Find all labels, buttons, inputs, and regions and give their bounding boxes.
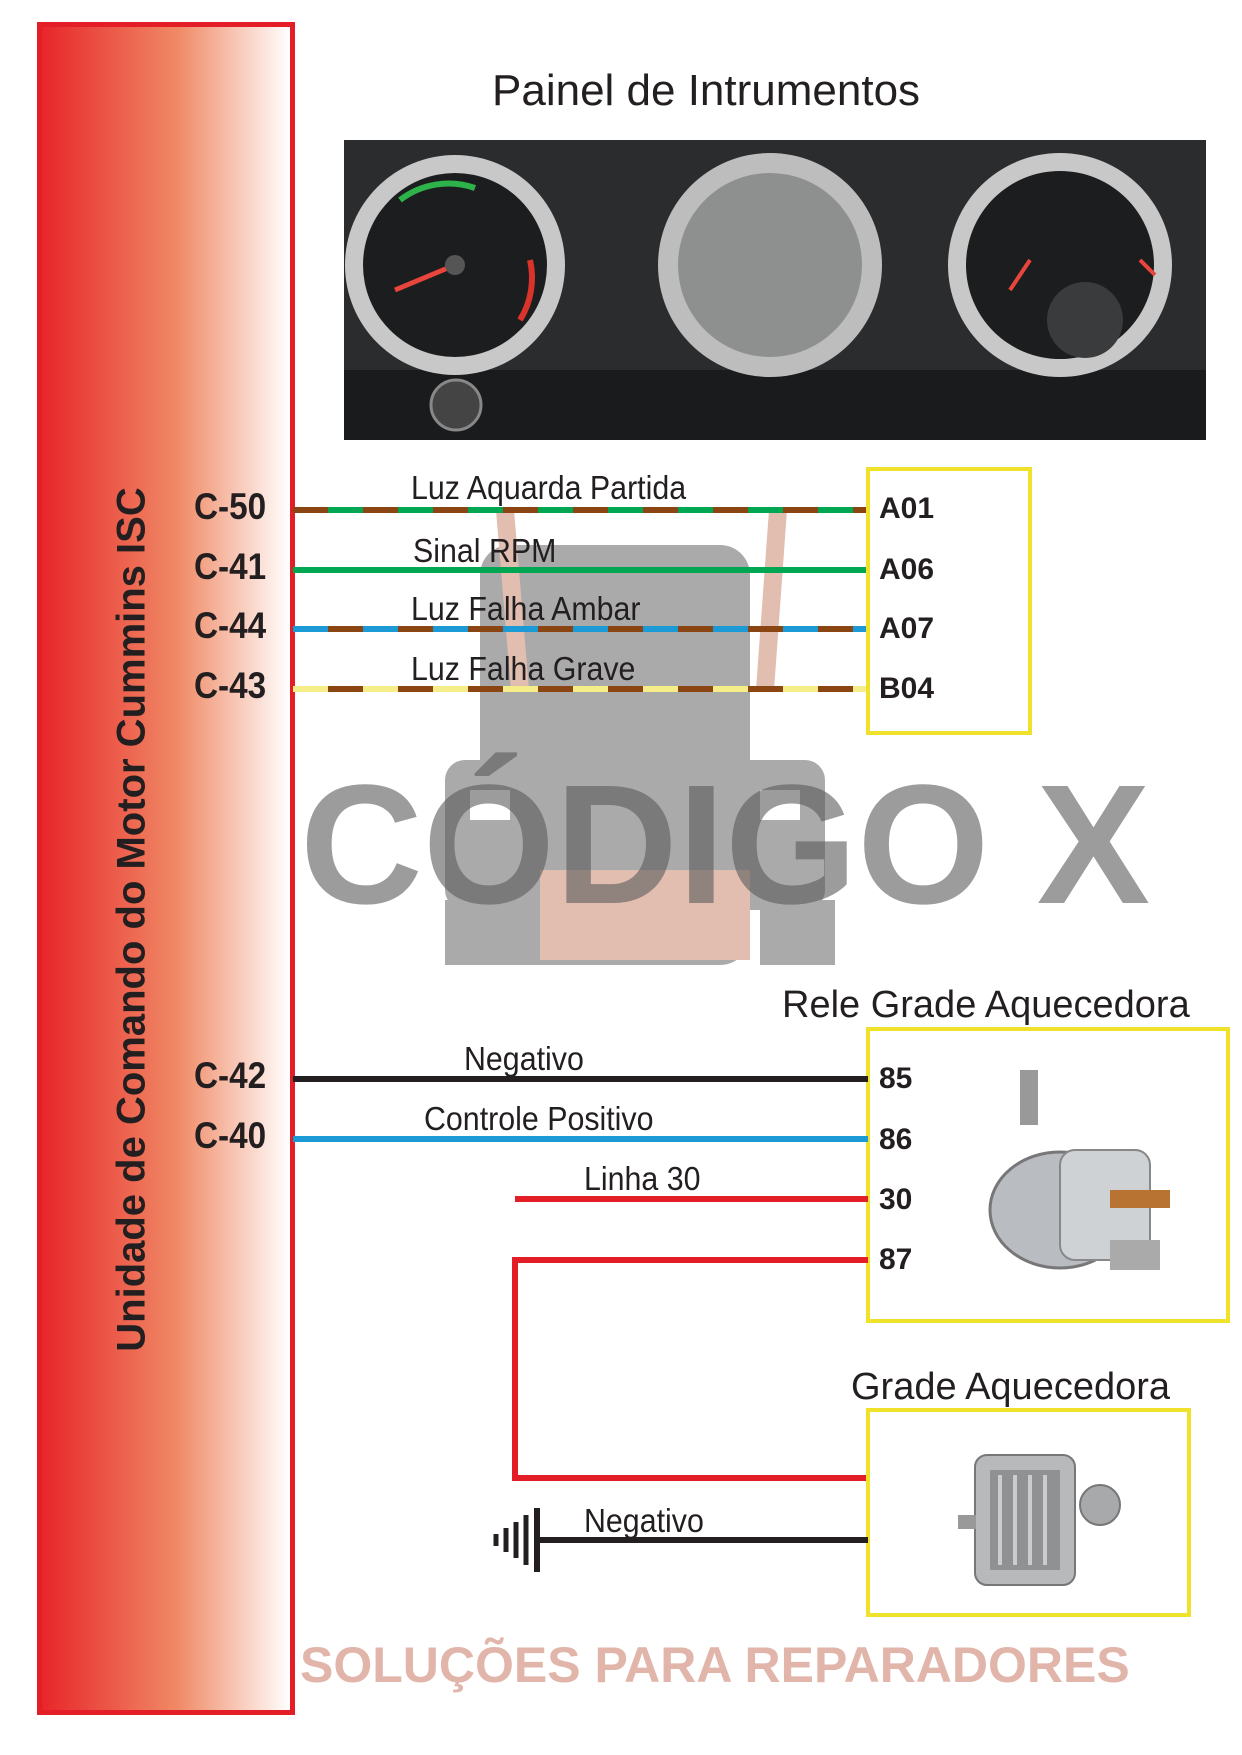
pin-label: A01 — [879, 492, 935, 525]
heater-title: Grade Aquecedora — [851, 1366, 1171, 1408]
wire-label: Negativo — [584, 1502, 704, 1539]
watermark-brand: CÓDIGO X — [300, 750, 1151, 940]
ecu-unit: Unidade de Comando do Motor Cummins ISC — [37, 22, 295, 1715]
wire-c42 — [293, 1076, 868, 1082]
pin-label: A06 — [879, 553, 935, 586]
connector-label: C-42 — [194, 1055, 267, 1096]
pin-label: B04 — [879, 672, 935, 705]
connector-label: C-41 — [194, 546, 267, 587]
wire-c41 — [293, 567, 868, 573]
pin-label: 87 — [879, 1243, 913, 1276]
heater-box — [866, 1408, 1191, 1617]
wire-c44 — [293, 626, 868, 632]
wire-label: Sinal RPM — [413, 532, 557, 569]
wire-87-to-heater — [512, 1475, 868, 1481]
wire-heater-ground — [537, 1537, 868, 1543]
ecu-label: Unidade de Comando do Motor Cummins ISC — [109, 487, 154, 1352]
connector-label: C-43 — [194, 665, 267, 706]
wire-label: Controle Positivo — [424, 1100, 654, 1137]
panel-connector-box — [866, 467, 1032, 735]
connector-label: C-44 — [194, 605, 267, 646]
wire-label: Luz Falha Ambar — [411, 590, 641, 627]
wire-c50 — [293, 507, 868, 513]
relay-title: Rele Grade Aquecedora — [782, 984, 1190, 1026]
wire-87-vertical — [512, 1257, 518, 1481]
pin-label: 86 — [879, 1123, 913, 1156]
wire-linha-30 — [515, 1196, 868, 1202]
relay-box — [866, 1027, 1230, 1323]
wire-c43 — [293, 686, 868, 692]
connector-label: C-50 — [194, 486, 267, 527]
connector-label: C-40 — [194, 1115, 267, 1156]
wire-label: Luz Aquarda Partida — [411, 469, 687, 506]
wire-label: Linha 30 — [584, 1160, 701, 1197]
pin-label: 30 — [879, 1183, 913, 1216]
panel-title: Painel de Intrumentos — [492, 66, 921, 115]
pin-label: 85 — [879, 1062, 913, 1095]
pin-label: A07 — [879, 612, 935, 645]
wire-c40 — [293, 1136, 868, 1142]
wire-label: Luz Falha Grave — [411, 650, 636, 687]
wire-label: Negativo — [464, 1040, 584, 1077]
wire-87 — [512, 1257, 868, 1263]
watermark-tagline: SOLUÇÕES PARA REPARADORES — [300, 1637, 1130, 1693]
